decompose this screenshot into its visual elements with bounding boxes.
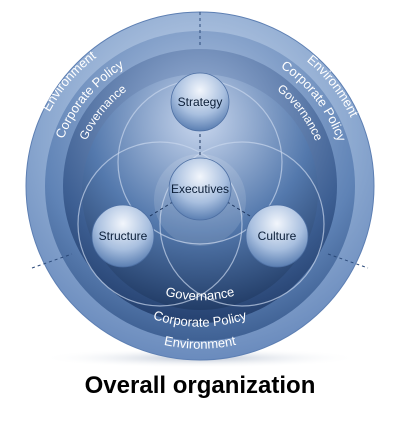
culture-label: Culture: [258, 229, 297, 243]
structure-sphere: [91, 204, 155, 268]
corporate-policy-label-bottom: Corporate Policy: [152, 307, 249, 329]
executives-node: Executives: [168, 157, 232, 221]
culture-node: Culture: [245, 204, 309, 268]
culture-sphere: [245, 204, 309, 268]
environment-label-bottom: Environment: [163, 333, 237, 352]
governance-label-bottom: Governance: [164, 284, 236, 304]
divider-left: [31, 253, 73, 269]
diagram-caption: Overall organization: [84, 372, 316, 399]
structure-node: Structure: [91, 204, 155, 268]
organization-diagram: Strategy Executives Structure Culture En…: [25, 11, 375, 368]
divider-right: [327, 253, 369, 269]
strategy-label: Strategy: [178, 95, 223, 109]
executives-label: Executives: [171, 182, 229, 196]
strategy-sphere: [170, 72, 230, 132]
structure-label: Structure: [99, 229, 148, 243]
executives-sphere: [168, 157, 232, 221]
strategy-node: Strategy: [170, 72, 230, 132]
